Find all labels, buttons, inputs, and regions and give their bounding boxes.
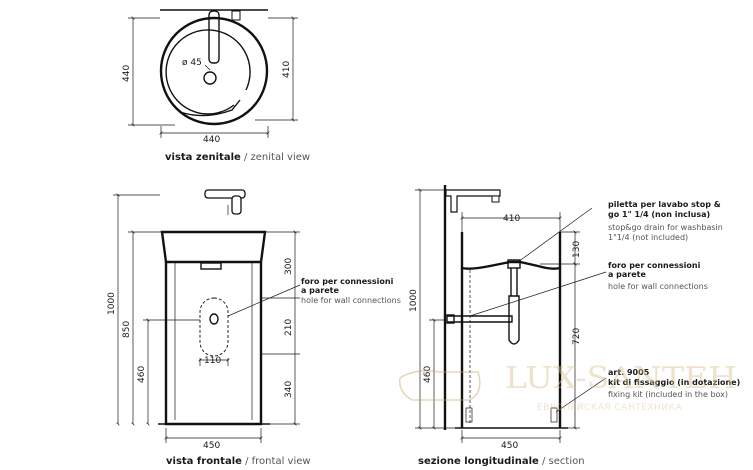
zenital-dim-depth: 440 [122,65,132,82]
frontal-dim-460: 460 [137,366,147,383]
watermark-brand: LUX-SANTEH [505,361,737,396]
section-drain-it-2: go 1" 1/4 (non inclusa) [608,210,710,219]
frontal-dim-340: 340 [284,381,294,398]
frontal-dim-300: 300 [284,258,294,275]
section-dim-total: 1000 [409,289,419,312]
zenital-dim-width: 440 [203,135,220,145]
zenital-drain [203,71,217,85]
section-dim-460: 460 [423,366,433,383]
section-drain-it-1: piletta per lavabo stop & [608,200,721,209]
section-dim-width: 450 [501,441,518,451]
section-kit-it-1: art. 9005 [608,368,650,377]
frontal-dim-210: 210 [284,319,294,336]
frontal-dim-width: 450 [203,441,220,451]
frontal-caption: vista frontale / frontal view [166,456,311,467]
section-caption: sezione longitudinale / section [418,456,585,467]
zenital-basin-outer [159,16,269,126]
zenital-caption: vista zenitale / zenital view [165,152,310,163]
frontal-wall-hole [199,297,229,357]
zenital-view: ø 45 440 410 440 vista zenitale / zenita… [122,9,310,163]
section-view: piletta per lavabo stop & go 1" 1/4 (non… [409,185,740,467]
section-hole-it-1: foro per connessioni [608,261,701,270]
section-basin [460,232,562,270]
frontal-note-it-2: a parete [301,286,340,295]
zenital-drain-dim: ø 45 [182,58,202,68]
section-kit-en: fixing kit (included in the box) [608,390,728,399]
section-drain-pipe [447,315,513,323]
frontal-view: foro per connessioni a parete hole for w… [107,189,401,467]
zenital-tap [208,10,220,64]
frontal-basin [160,230,267,264]
frontal-pedestal [164,262,263,426]
watermark-tagline: ЕВРОПЕЙСКАЯ САНТЕХНИКА [537,401,682,413]
section-dim-130: 130 [572,241,582,258]
section-dim-410: 410 [503,214,520,224]
zenital-dim-inner: 410 [282,61,292,78]
section-drain-en-1: stop&go drain for washbasin [608,223,723,232]
section-hole-en: hole for wall connections [608,282,708,291]
frontal-dim-total: 1000 [107,292,117,315]
section-drain-en-2: 1"1/4 (not included) [608,233,688,242]
frontal-dim-110: 110 [204,356,221,366]
frontal-note-it-1: foro per connessioni [301,277,394,286]
section-hole-it-2: a parete [608,270,647,279]
zenital-basin-inner [165,29,251,115]
frontal-dim-850: 850 [122,321,132,338]
section-dim-720: 720 [572,328,582,345]
section-kit-it-2: kit di fissaggio (in dotazione) [608,378,740,387]
frontal-note-en: hole for wall connections [301,296,401,305]
watermark: LUX-SANTEH ЕВРОПЕЙСКАЯ САНТЕХНИКА [398,361,737,413]
bathtub-logo-icon [398,370,481,401]
